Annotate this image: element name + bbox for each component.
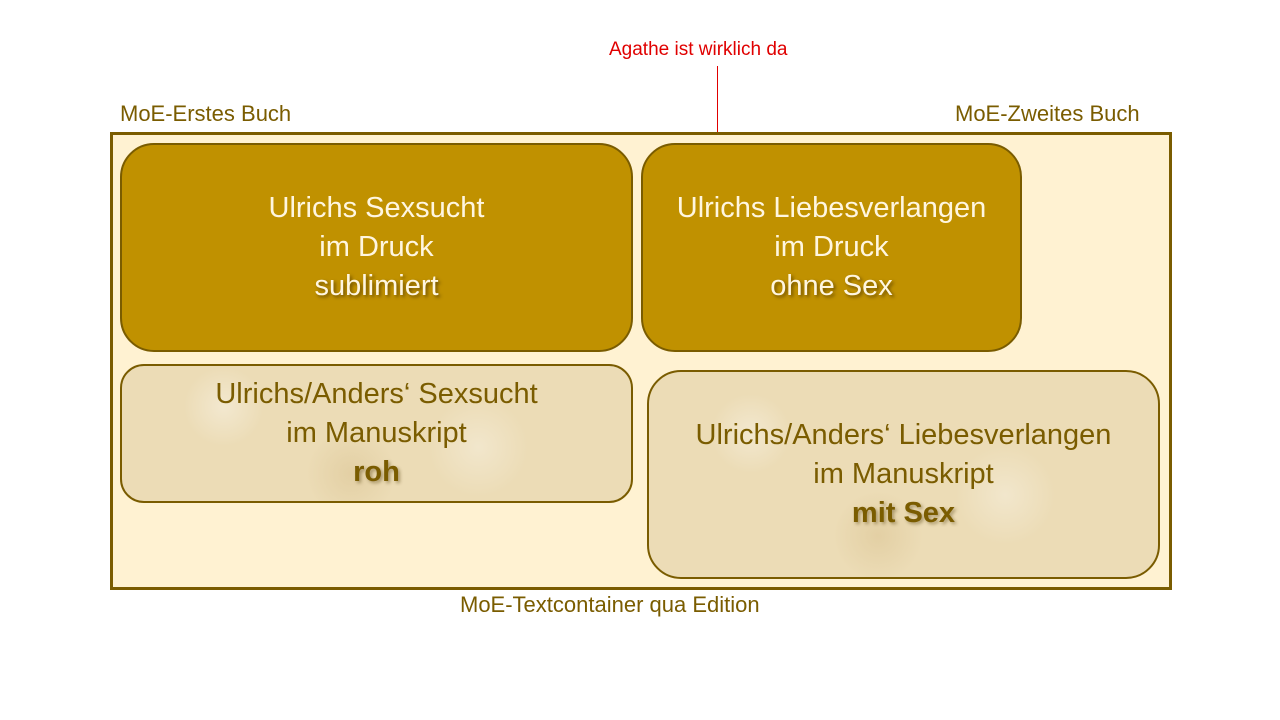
box-line: Ulrichs Sexsucht	[268, 192, 485, 224]
box-line: mit Sex	[851, 497, 956, 529]
box-line: Ulrichs Liebesverlangen	[676, 192, 987, 224]
second-book-manuscript-box: Ulrichs/Anders‘ Liebesverlangen im Manus…	[647, 370, 1160, 579]
box-line: roh	[353, 456, 400, 488]
box-line: sublimiert	[314, 270, 439, 302]
container-label: MoE-Textcontainer qua Edition	[460, 592, 760, 617]
box-line: im Druck	[774, 231, 889, 263]
box-line: ohne Sex	[770, 270, 893, 302]
annotation-connector-line	[717, 66, 718, 144]
box-line: im Manuskript	[286, 417, 467, 449]
box-line: Ulrichs/Anders‘ Liebesverlangen	[695, 419, 1112, 451]
first-book-label: MoE-Erstes Buch	[120, 101, 292, 126]
second-book-label: MoE-Zweites Buch	[955, 101, 1140, 126]
box-line: im Druck	[319, 231, 434, 263]
box-line: im Manuskript	[813, 458, 994, 490]
second-book-print-box: Ulrichs Liebesverlangen im Druck ohne Se…	[641, 143, 1022, 352]
annotation-label: Agathe ist wirklich da	[609, 39, 788, 60]
first-book-manuscript-box: Ulrichs/Anders‘ Sexsucht im Manuskript r…	[120, 364, 633, 503]
first-book-print-box: Ulrichs Sexsucht im Druck sublimiert	[120, 143, 633, 352]
box-line: Ulrichs/Anders‘ Sexsucht	[215, 378, 538, 410]
